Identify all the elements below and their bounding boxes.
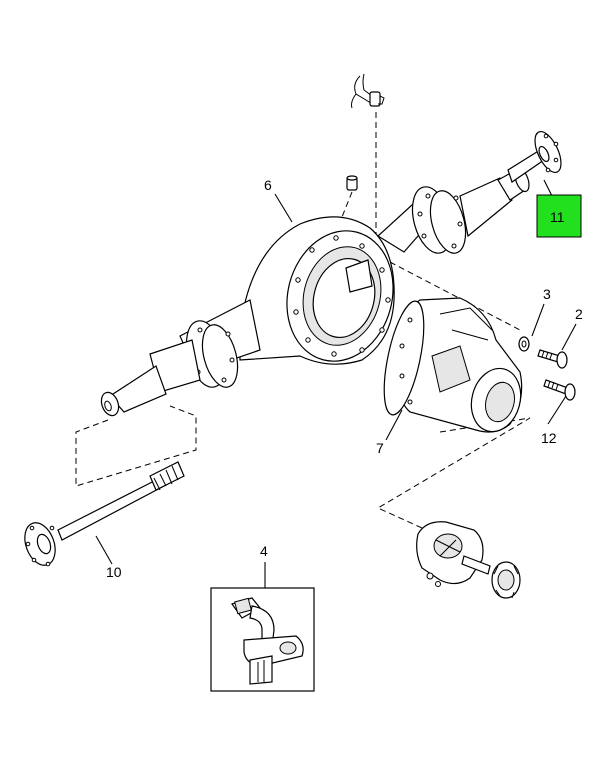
axle-shaft-right (507, 131, 562, 183)
callout-4[interactable]: 4 (260, 543, 268, 559)
callout-12[interactable]: 12 (541, 430, 557, 446)
bolt-icon-long (543, 379, 576, 401)
callout-7[interactable]: 7 (376, 440, 384, 456)
callout-11[interactable]: 11 (550, 209, 565, 225)
axle-housing (100, 167, 530, 417)
vent-fitting-icon (351, 73, 385, 109)
breather-plug-icon (346, 175, 358, 191)
callout-10[interactable]: 10 (106, 564, 122, 580)
carrier-housing (383, 297, 523, 433)
abs-sensor-detail (210, 587, 315, 692)
callout-2[interactable]: 2 (575, 306, 583, 322)
bolt-icon (537, 349, 568, 369)
callout-6[interactable]: 6 (264, 177, 272, 193)
highlight-box-11[interactable] (536, 194, 582, 238)
axle-shaft-left (24, 461, 185, 567)
leader-lines (95, 179, 577, 588)
callout-labels: 6 3 2 7 12 10 4 11 (106, 177, 583, 580)
callout-3[interactable]: 3 (543, 286, 551, 302)
washer-icon (518, 336, 530, 352)
differential-gear-assembly (416, 521, 521, 599)
